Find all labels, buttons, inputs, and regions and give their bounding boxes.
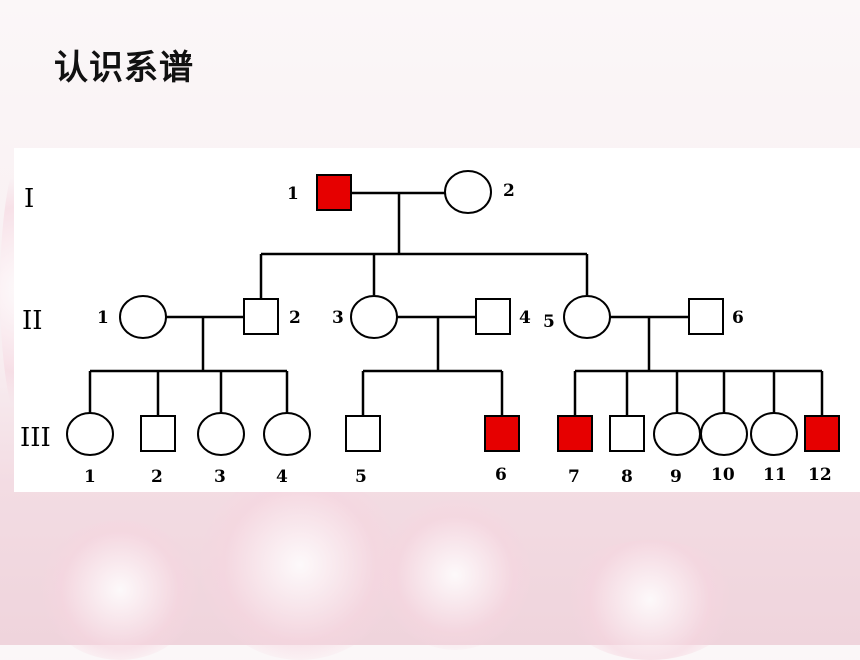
- affected-male-III-7: [557, 415, 593, 452]
- individual-label-I-2: 2: [503, 181, 515, 201]
- female-III-10: [700, 412, 748, 456]
- individual-label-III-10: 10: [711, 465, 735, 485]
- blossom-decoration: [560, 540, 740, 660]
- individual-label-II-4: 4: [519, 308, 531, 328]
- generation-label-II: II: [22, 306, 43, 336]
- affected-male-I-1: [316, 174, 352, 211]
- male-III-2: [140, 415, 176, 452]
- female-II-5: [563, 295, 611, 339]
- blossom-decoration: [40, 520, 200, 660]
- female-II-3: [350, 295, 398, 339]
- male-II-6: [688, 298, 724, 335]
- generation-label-III: III: [20, 423, 51, 453]
- individual-label-II-5: 5: [543, 312, 555, 332]
- individual-label-I-1: 1: [287, 184, 299, 204]
- female-III-11: [750, 412, 798, 456]
- blossom-decoration: [200, 470, 400, 660]
- individual-label-III-2: 2: [151, 467, 163, 487]
- female-III-9: [653, 412, 701, 456]
- individual-label-III-8: 8: [621, 467, 633, 487]
- individual-label-II-3: 3: [332, 308, 344, 328]
- male-III-8: [609, 415, 645, 452]
- individual-label-III-3: 3: [214, 467, 226, 487]
- individual-label-III-6: 6: [495, 465, 507, 485]
- female-III-4: [263, 412, 311, 456]
- individual-label-III-4: 4: [276, 467, 288, 487]
- female-II-1: [119, 295, 167, 339]
- individual-label-III-11: 11: [763, 465, 787, 485]
- individual-label-III-7: 7: [568, 467, 580, 487]
- affected-male-III-12: [804, 415, 840, 452]
- individual-label-II-1: 1: [97, 308, 109, 328]
- individual-label-III-9: 9: [670, 467, 682, 487]
- individual-label-III-12: 12: [808, 465, 832, 485]
- affected-male-III-6: [484, 415, 520, 452]
- pedigree-lines: [88, 191, 824, 416]
- male-II-4: [475, 298, 511, 335]
- individual-label-III-5: 5: [355, 467, 367, 487]
- female-III-3: [197, 412, 245, 456]
- female-I-2: [444, 170, 492, 214]
- blossom-decoration: [380, 500, 530, 650]
- generation-label-I: I: [24, 184, 34, 214]
- individual-label-II-6: 6: [732, 308, 744, 328]
- male-III-5: [345, 415, 381, 452]
- male-II-2: [243, 298, 279, 335]
- individual-label-II-2: 2: [289, 308, 301, 328]
- individual-label-III-1: 1: [84, 467, 96, 487]
- female-III-1: [66, 412, 114, 456]
- page-title: 认识系谱: [54, 48, 194, 88]
